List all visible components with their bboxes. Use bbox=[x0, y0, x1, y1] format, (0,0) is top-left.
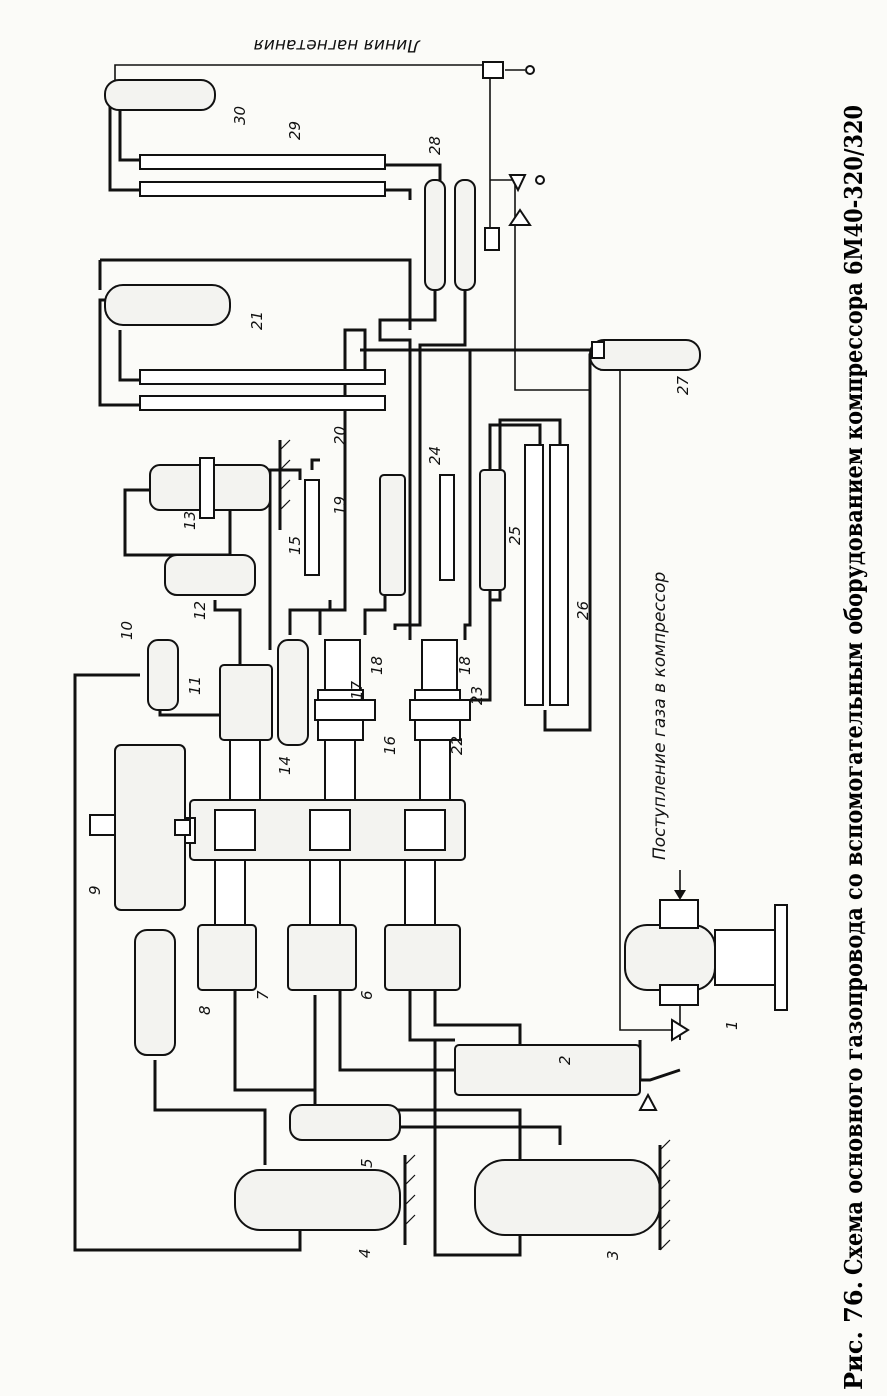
label-13: 13 bbox=[181, 511, 199, 530]
label-4: 4 bbox=[356, 1248, 374, 1258]
label-26: 26 bbox=[574, 601, 592, 620]
label-5: 5 bbox=[358, 1158, 376, 1168]
cylinder-rods bbox=[214, 739, 451, 926]
motor-9 bbox=[89, 744, 191, 911]
label-21: 21 bbox=[248, 311, 266, 330]
label-20: 20 bbox=[331, 426, 349, 445]
label-11: 11 bbox=[186, 676, 204, 695]
label-14: 14 bbox=[276, 756, 294, 775]
label-1: 1 bbox=[723, 1020, 741, 1030]
label-17: 17 bbox=[348, 680, 366, 700]
label-29: 29 bbox=[286, 121, 304, 140]
label-15: 15 bbox=[286, 536, 304, 555]
label-30: 30 bbox=[231, 106, 249, 125]
label-12: 12 bbox=[191, 601, 209, 620]
arrow-head-icon bbox=[674, 890, 686, 900]
label-23: 23 bbox=[468, 686, 486, 705]
figure-caption-prefix: Рис. 76. bbox=[839, 1281, 868, 1390]
discharge-line-label: Линия нагнетания bbox=[254, 35, 421, 55]
equipment-labels: 1 2 3 4 5 6 7 8 9 10 11 12 13 14 15 16 1… bbox=[86, 106, 741, 1260]
label-9: 9 bbox=[86, 885, 104, 895]
pipeline-network bbox=[73, 64, 681, 1257]
label-18b: 18 bbox=[456, 656, 474, 675]
label-10: 10 bbox=[118, 621, 136, 640]
label-27: 27 bbox=[674, 375, 692, 395]
label-25: 25 bbox=[506, 526, 524, 545]
label-6: 6 bbox=[358, 990, 376, 1000]
label-24: 24 bbox=[426, 446, 444, 465]
cylinders-upper bbox=[219, 639, 471, 741]
label-22: 22 bbox=[448, 736, 466, 755]
vessels bbox=[104, 79, 788, 1236]
crankcase bbox=[179, 799, 466, 861]
discharge-fittings bbox=[482, 61, 690, 1111]
ground-hatching bbox=[278, 439, 671, 1251]
label-2: 2 bbox=[556, 1055, 574, 1065]
figure-caption: Схема основного газопровода со вспомогат… bbox=[839, 105, 868, 1275]
label-28: 28 bbox=[426, 136, 444, 155]
label-7: 7 bbox=[254, 990, 272, 1000]
label-19: 19 bbox=[331, 496, 349, 515]
label-18a: 18 bbox=[368, 656, 386, 675]
label-8: 8 bbox=[196, 1005, 214, 1015]
label-3: 3 bbox=[604, 1250, 622, 1260]
cylinders-6-7 bbox=[197, 924, 461, 991]
gas-inlet-label: Поступление газа в компрессор bbox=[650, 571, 670, 860]
label-16: 16 bbox=[381, 736, 399, 755]
